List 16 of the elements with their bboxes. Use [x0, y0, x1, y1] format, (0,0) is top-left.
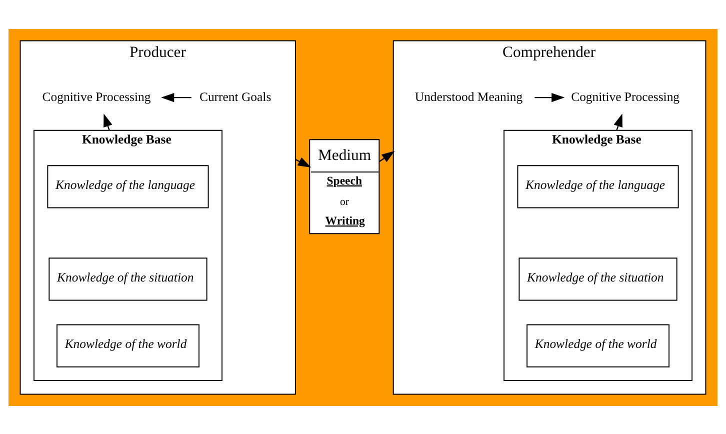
node-box: Knowledge of the world: [56, 324, 200, 367]
node-text: Understood Meaning: [414, 89, 523, 104]
node-box: Knowledge of the language: [47, 164, 209, 208]
node-box: Knowledge of the language: [517, 164, 679, 208]
node-box: Knowledge of the world: [526, 324, 670, 367]
node-box: Knowledge of the situation: [518, 257, 678, 300]
node-box: Knowledge of the situation: [48, 257, 208, 300]
arrow: [295, 156, 312, 167]
node-text: Cognitive Processing: [42, 89, 151, 104]
node-text: Current Goals: [199, 89, 272, 104]
arrow: [161, 92, 192, 102]
arrow: [104, 113, 112, 130]
arrow: [614, 113, 622, 130]
arrow: [378, 150, 395, 162]
arrow: [534, 92, 565, 102]
node-text: Cognitive Processing: [571, 89, 680, 104]
